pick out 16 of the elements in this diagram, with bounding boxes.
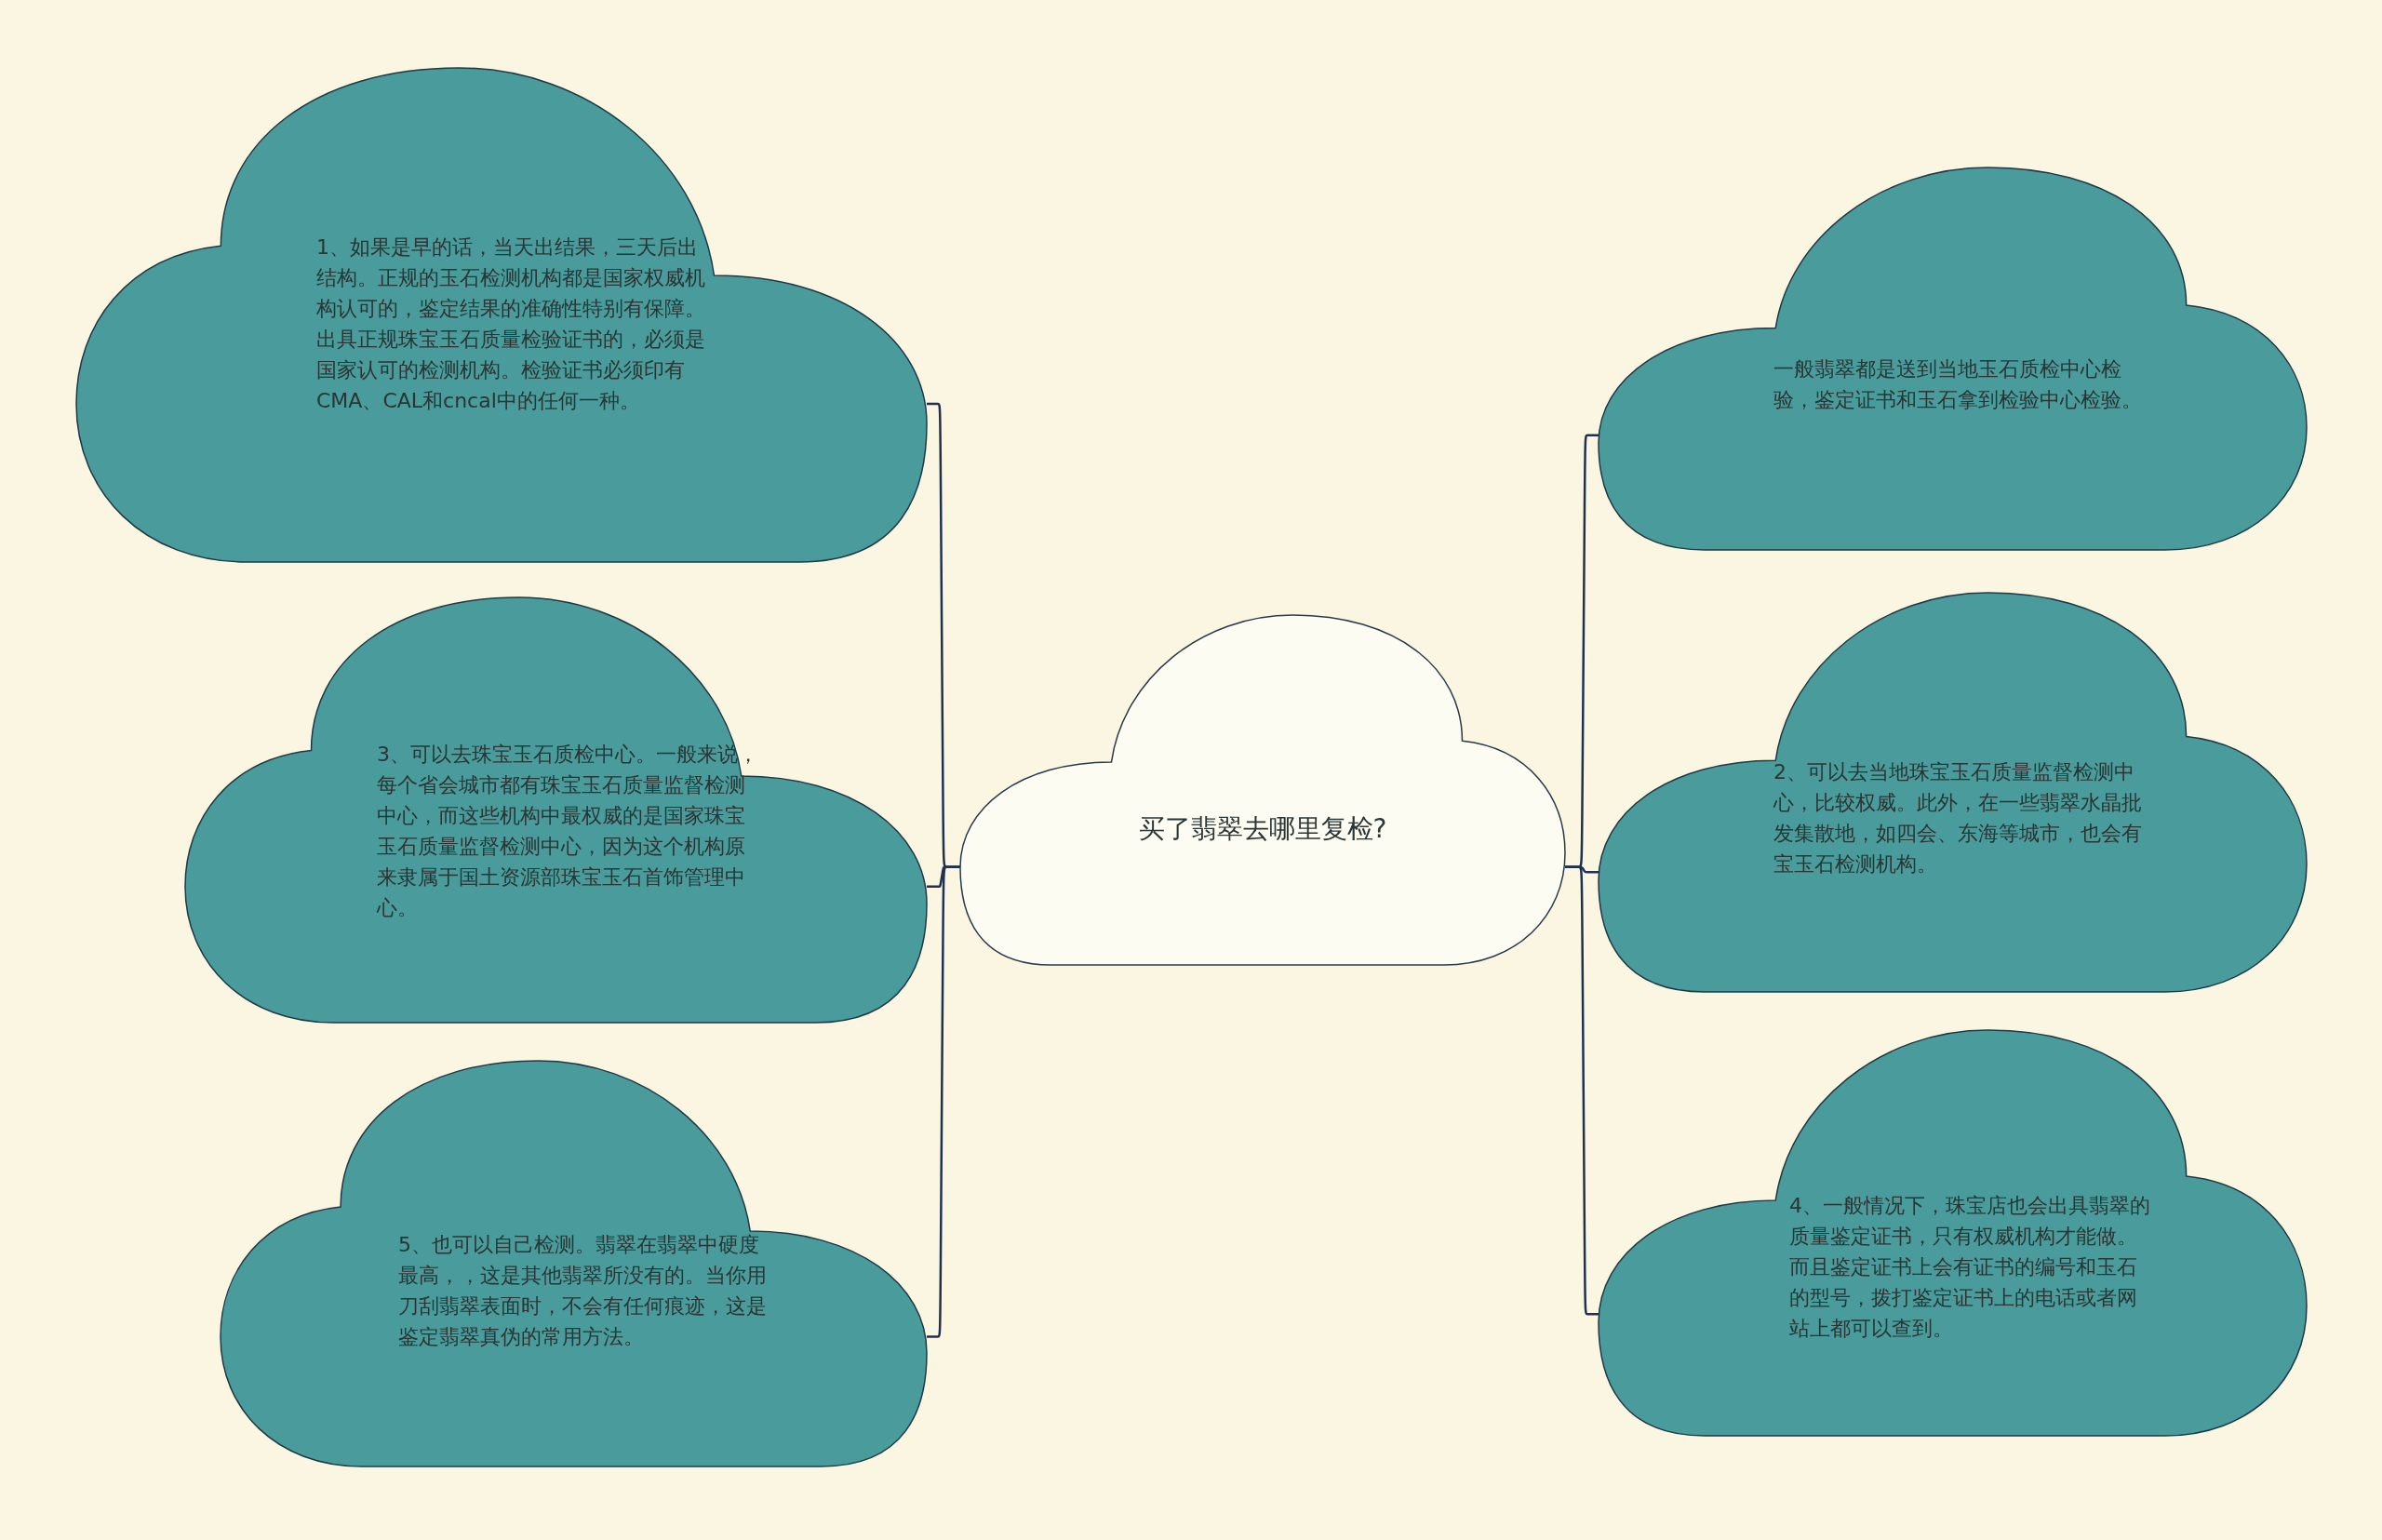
topic-cloud [185, 597, 927, 1023]
topic-cloud [221, 1061, 927, 1466]
topic-cloud [1599, 1030, 2307, 1436]
topic-cloud [76, 68, 927, 562]
connector-line [1565, 865, 1599, 1316]
central-topic-cloud [960, 615, 1565, 965]
topic-text: 2、可以去当地珠宝玉石质量监督检测中心，比较权威。此外，在一些翡翠水晶批发集散地，如四会、东海等城市，也会有宝玉石检测机构。 [1773, 759, 2143, 877]
connector-line [927, 865, 960, 1338]
topic-text: 1、如果是早的话，当天出结果，三天后出结构。正规的玉石检测机构都是国家权威机构认可的，鉴定结果的准确性特别有保障。出具正规珠宝玉石质量检验证书的，必须是国家认可的检测机构。检验证书必须印有CMA、CAL和cncal中的任何一种。 [316, 234, 706, 414]
topic-text: 一般翡翠都是送到当地玉石质检中心检验，鉴定证书和玉石拿到检验中心检验。 [1773, 356, 2143, 413]
topic-text: 3、可以去珠宝玉石质检中心。一般来说，每个省会城市都有珠宝玉石质量监督检测中心，而这些机构中最权威的是国家珠宝玉石质量监督检测中心，因为这个机构原来隶属于国土资源部珠宝玉石首饰管理中心。 [377, 742, 758, 921]
topic-title: 买了翡翠去哪里复检? [1137, 812, 1388, 846]
topic-cloud [1599, 167, 2307, 550]
topic-text: 4、一般情况下，珠宝店也会出具翡翠的质量鉴定证书，只有权威机构才能做。而且鉴定证书上会有证书的编号和玉石的型号，拨打鉴定证书上的电话或者网站上都可以查到。 [1789, 1193, 2151, 1342]
topic-cloud [1599, 593, 2307, 992]
topic-text: 5、也可以自己检测。翡翠在翡翠中硬度最高，，这是其他翡翠所没有的。当你用刀刮翡翠表面时，不会有任何痕迹，这是鉴定翡翠真伪的常用方法。 [398, 1232, 768, 1350]
